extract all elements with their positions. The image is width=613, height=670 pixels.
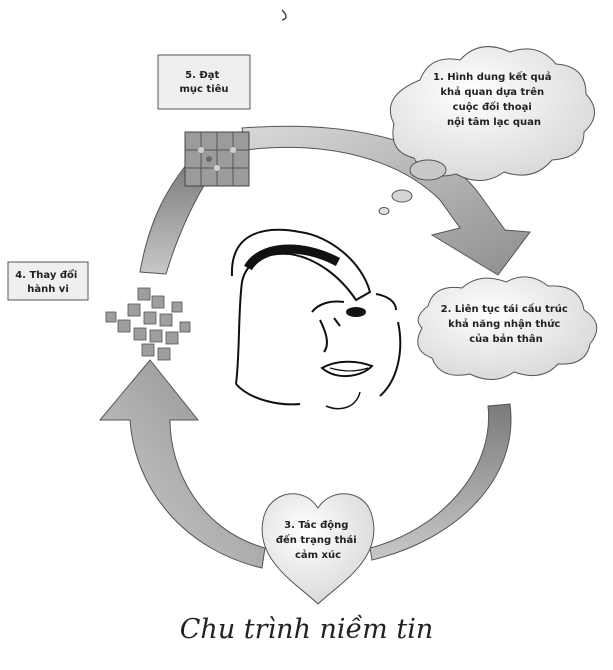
diagram-caption: Chu trình niềm tin bbox=[179, 614, 434, 645]
step2-cloud bbox=[417, 276, 598, 380]
step5-line2: mục tiêu bbox=[179, 83, 228, 95]
step1-line3: cuộc đối thoại bbox=[453, 100, 532, 113]
step1-line1: 1. Hình dung kết quả bbox=[433, 70, 552, 83]
step5-line1: 5. Đạt bbox=[185, 70, 219, 81]
thought-bubble-medium bbox=[391, 189, 413, 203]
step2-line1: 2. Liên tục tái cấu trúc bbox=[441, 302, 568, 315]
thought-bubble-large bbox=[409, 159, 447, 181]
svg-text:3. Tác động đến trạng thái: 3. Tác động đến trạng thái cảm xúc bbox=[276, 519, 360, 561]
arrow-to-step2 bbox=[241, 125, 531, 276]
thought-bubble-small bbox=[378, 207, 390, 215]
arrow-to-step3 bbox=[369, 403, 512, 561]
scattered-puzzle-pieces-image bbox=[105, 287, 191, 361]
woman-face-illustration bbox=[230, 228, 402, 410]
step2-line3: của bản thân bbox=[469, 333, 543, 345]
svg-text:5. Đạt mục tiêu: 5. Đạt mục tiêu bbox=[179, 70, 228, 95]
svg-text:4. Thay đổi hành vi: 4. Thay đổi hành vi bbox=[15, 268, 81, 295]
step5-box bbox=[157, 54, 251, 110]
step4-box bbox=[7, 261, 89, 301]
step1-line4: nội tâm lạc quan bbox=[447, 116, 541, 128]
step3-line3: cảm xúc bbox=[295, 549, 341, 561]
step3-heart bbox=[261, 493, 375, 605]
step3-line1: 3. Tác động bbox=[284, 519, 348, 531]
puzzle-square-image bbox=[184, 131, 250, 187]
step1-line2: khả quan dựa trên bbox=[440, 86, 544, 98]
step1-cloud bbox=[389, 46, 595, 181]
step2-line2: khả năng nhận thức bbox=[448, 318, 560, 330]
top-mark bbox=[281, 9, 287, 21]
svg-text:1. Hình dung kết quả khả q: 1. Hình dung kết quả khả quan dựa trên c… bbox=[433, 70, 555, 128]
step3-line2: đến trạng thái bbox=[276, 533, 357, 546]
step4-line2: hành vi bbox=[27, 283, 69, 295]
svg-text:2. Liên tục tái cấu trúc k: 2. Liên tục tái cấu trúc khả năng nhận t… bbox=[441, 302, 572, 345]
step4-line1: 4. Thay đổi bbox=[15, 268, 77, 281]
arrow-to-step4 bbox=[98, 359, 266, 569]
